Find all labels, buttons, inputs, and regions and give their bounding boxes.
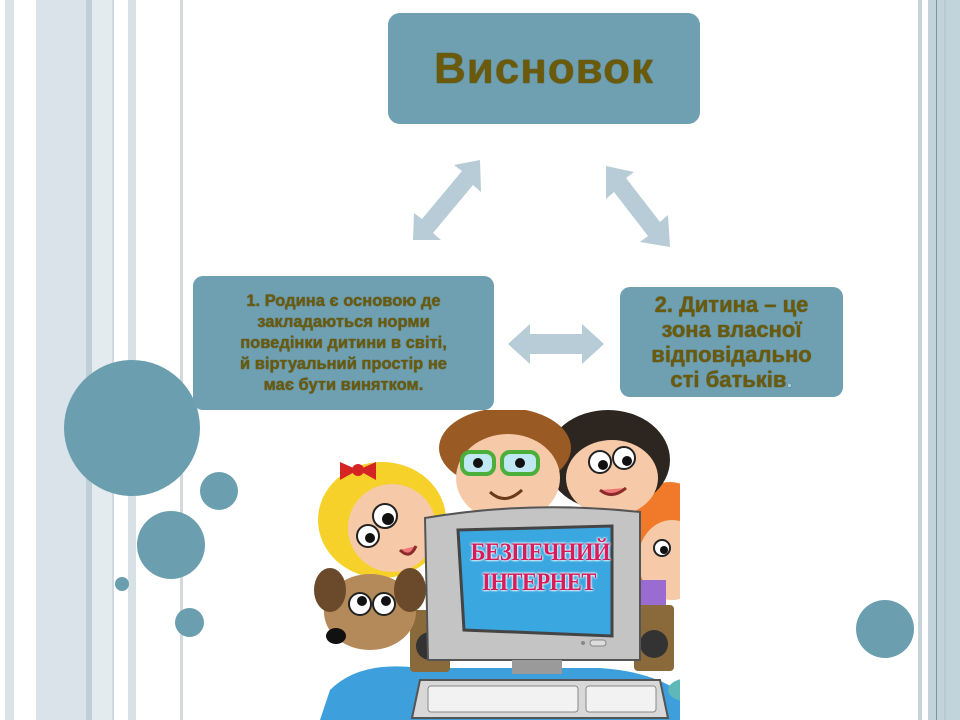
left-stripe — [36, 0, 89, 720]
left-stripe — [86, 0, 92, 720]
statement-line: має бути винятком. — [263, 375, 424, 394]
decorative-circle — [200, 472, 238, 510]
left-stripe — [92, 0, 112, 720]
title-box: Висновок — [388, 13, 700, 124]
statement-line: сті батьків. — [670, 367, 793, 392]
decorative-circle — [856, 600, 914, 658]
statement-line: й віртуальний простір не — [240, 354, 447, 373]
statement-line: відповідально — [651, 342, 812, 367]
statement-line: закладаються норми — [257, 312, 430, 331]
statement-line: 2. Дитина – це — [654, 292, 809, 317]
double-arrow-icon — [606, 166, 670, 247]
decorative-circle — [137, 511, 205, 579]
decorative-circle — [115, 577, 129, 591]
statement-line: 1. Родина є основою де — [246, 291, 441, 310]
left-stripe — [5, 0, 14, 720]
slide-title: Висновок — [433, 43, 655, 93]
statement-line: поведінки дитини в світі, — [240, 333, 447, 352]
statement-line: зона власної — [661, 317, 802, 342]
right-stripe — [936, 0, 937, 720]
screen-caption: БЕЗПЕЧНИЙ ІНТЕРНЕТ — [470, 539, 611, 596]
statement-box-family: 1. Родина є основою де закладаються норм… — [193, 276, 494, 410]
left-stripe — [180, 0, 183, 720]
double-arrow-icon — [508, 324, 604, 364]
right-stripe — [944, 0, 946, 720]
decorative-circle — [175, 608, 204, 637]
right-stripe — [918, 0, 922, 720]
statement-box-child: 2. Дитина – це зона власної відповідальн… — [620, 287, 843, 397]
double-arrow-icon — [413, 160, 481, 240]
kids-computer-illustration — [314, 410, 680, 720]
decorative-circle — [64, 360, 200, 496]
left-stripe — [112, 0, 114, 720]
